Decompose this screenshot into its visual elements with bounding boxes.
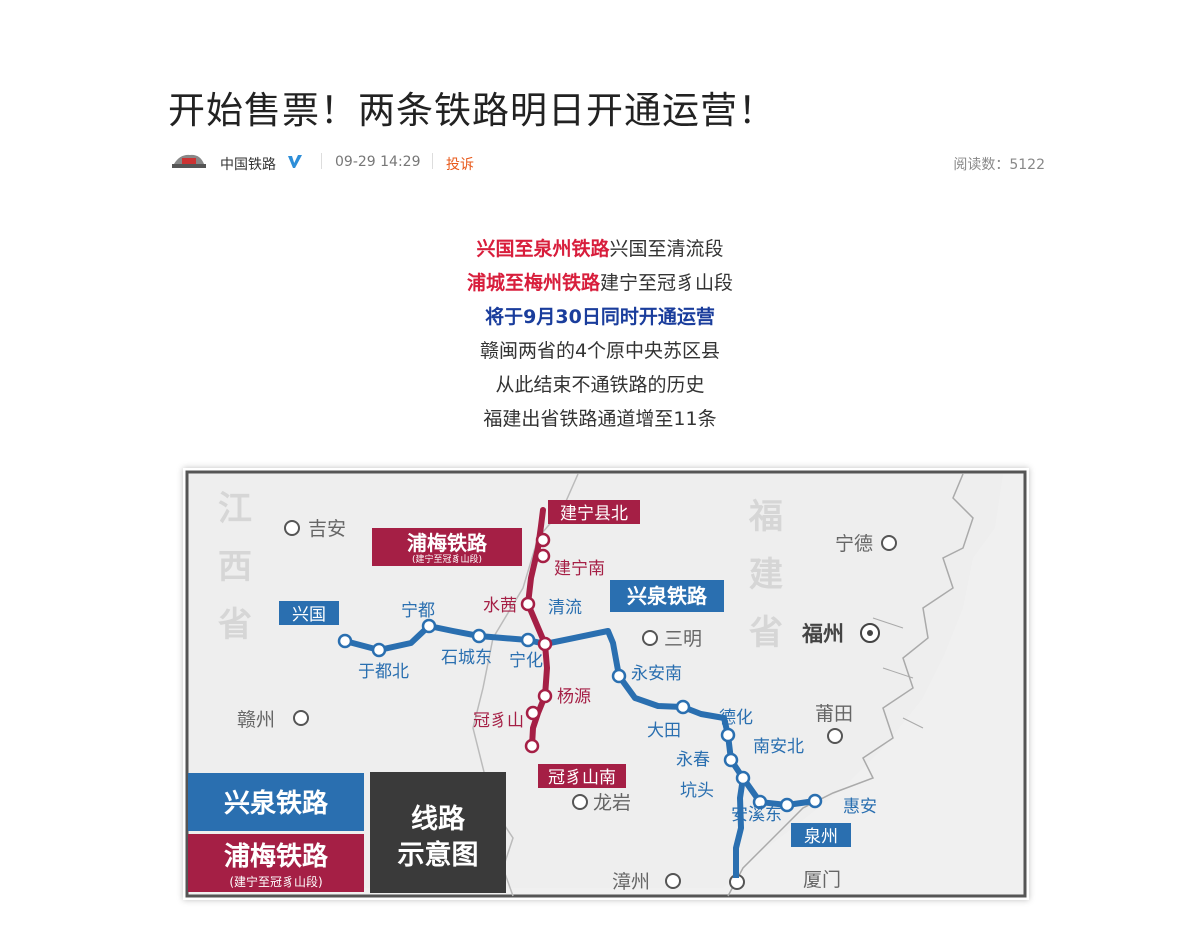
station-label: 杨源	[557, 687, 591, 707]
city-marker: 漳州	[612, 871, 681, 893]
city-marker: 福州	[801, 622, 880, 646]
station-label: 建宁县北	[560, 504, 628, 524]
intro-highlight: 兴国至泉州铁路	[476, 238, 610, 260]
line-callout-pumei: 浦梅铁路	[407, 531, 488, 555]
station-marker	[520, 632, 536, 648]
station-marker	[611, 668, 627, 684]
verified-v-icon	[288, 155, 302, 168]
legend-pumei: 浦梅铁路	[224, 841, 329, 872]
legend-xingquan: 兴泉铁路	[224, 788, 329, 819]
station-label: 安溪东	[731, 805, 782, 825]
station-marker	[752, 794, 768, 810]
station-label: 清流	[548, 598, 582, 618]
city-label: 福州	[801, 622, 844, 646]
route-map: 江 西 省 福 建 省 吉安 赣州 三明 宁德 福州 莆田 龙岩 漳州 厦门	[183, 468, 1029, 900]
city-label: 吉安	[308, 518, 346, 540]
station-marker	[520, 596, 536, 612]
station-label: 德化	[719, 708, 753, 728]
legend-title: 线路	[411, 803, 466, 835]
route-map-image: 江 西 省 福 建 省 吉安 赣州 三明 宁德 福州 莆田 龙岩 漳州 厦门	[183, 468, 1029, 900]
station-marker	[535, 532, 551, 548]
province-label: 江	[218, 489, 252, 529]
station-marker	[723, 752, 739, 768]
city-label: 龙岩	[593, 792, 631, 814]
meta-divider	[432, 153, 433, 169]
intro-text-rest: 建宁至冠豸山段	[600, 272, 734, 294]
intro-line-4: 赣闽两省的4个原中央苏区县	[479, 340, 721, 362]
station-label: 宁化	[509, 651, 543, 671]
station-label: 泉州	[804, 827, 838, 847]
intro-line-5: 从此结束不通铁路的历史	[495, 374, 705, 396]
legend-title: 示意图	[398, 839, 479, 871]
province-label: 福	[748, 497, 783, 537]
city-marker: 吉安	[284, 518, 346, 540]
station-label: 永安南	[631, 664, 682, 684]
city-label: 厦门	[803, 869, 841, 891]
city-marker: 龙岩	[572, 792, 631, 814]
intro-line-1: 兴国至泉州铁路兴国至清流段	[360, 232, 840, 266]
station-marker	[371, 642, 387, 658]
station-marker	[524, 738, 540, 754]
station-label: 石城东	[441, 648, 492, 668]
station-marker	[537, 636, 553, 652]
line-callout-pumei-sub: (建宁至冠豸山段)	[412, 553, 482, 565]
city-marker: 厦门	[729, 869, 841, 891]
read-count: 阅读数：5122	[953, 157, 1045, 173]
intro-text-rest: 兴国至清流段	[609, 238, 724, 260]
station-label: 永春	[676, 750, 710, 770]
meta-divider	[321, 153, 322, 169]
station-marker	[735, 770, 751, 786]
station-marker	[337, 633, 353, 649]
station-marker	[779, 797, 795, 813]
city-label: 宁德	[835, 533, 873, 555]
station-label: 冠豸山南	[548, 768, 616, 788]
province-label: 建	[749, 555, 783, 595]
article-title: 开始售票！两条铁路明日开通运营！	[168, 89, 776, 132]
station-label: 建宁南	[554, 559, 605, 579]
city-label: 赣州	[237, 709, 275, 731]
station-marker	[720, 727, 736, 743]
station-label: 冠豸山	[473, 711, 524, 731]
intro-line-2: 浦城至梅州铁路建宁至冠豸山段	[360, 266, 840, 300]
intro-text: 兴国至泉州铁路兴国至清流段 浦城至梅州铁路建宁至冠豸山段 将于9月30日同时开通…	[360, 232, 840, 436]
station-marker	[537, 688, 553, 704]
station-marker	[525, 705, 541, 721]
station-label: 宁都	[401, 601, 435, 621]
station-marker	[807, 793, 823, 809]
article-meta: 中国铁路 09-29 14:29 投诉 阅读数：5122	[168, 148, 1045, 176]
station-label: 坑头	[680, 781, 714, 801]
city-label: 漳州	[612, 871, 650, 893]
station-label: 南安北	[753, 737, 804, 757]
city-marker: 莆田	[815, 703, 853, 744]
city-marker: 宁德	[835, 533, 897, 555]
station-marker	[471, 628, 487, 644]
publish-time: 09-29 14:29	[335, 154, 421, 170]
city-label: 三明	[664, 628, 702, 650]
xingquan-railway-line	[342, 623, 818, 808]
author-avatar[interactable]	[170, 150, 208, 172]
station-label: 水茜	[483, 596, 517, 616]
station-marker	[535, 548, 551, 564]
province-label: 省	[218, 605, 252, 645]
report-link[interactable]: 投诉	[446, 157, 474, 173]
province-label: 西	[218, 547, 252, 587]
city-marker: 赣州	[237, 709, 309, 731]
intro-highlight: 浦城至梅州铁路	[466, 272, 600, 294]
station-marker	[421, 618, 437, 634]
province-label: 省	[749, 613, 783, 653]
station-marker	[675, 699, 691, 715]
city-marker: 三明	[642, 628, 702, 650]
intro-line-6: 福建出省铁路通道增至11条	[483, 408, 717, 430]
legend-pumei-sub: (建宁至冠豸山段)	[229, 874, 322, 889]
station-label: 于都北	[358, 662, 409, 682]
station-label: 大田	[647, 721, 681, 741]
line-callout-xingquan: 兴泉铁路	[627, 584, 708, 608]
city-label: 莆田	[815, 703, 853, 725]
station-label: 兴国	[292, 605, 326, 625]
author-name[interactable]: 中国铁路	[220, 157, 276, 173]
station-label: 惠安	[843, 797, 877, 817]
intro-line-3: 将于9月30日同时开通运营	[485, 306, 715, 328]
